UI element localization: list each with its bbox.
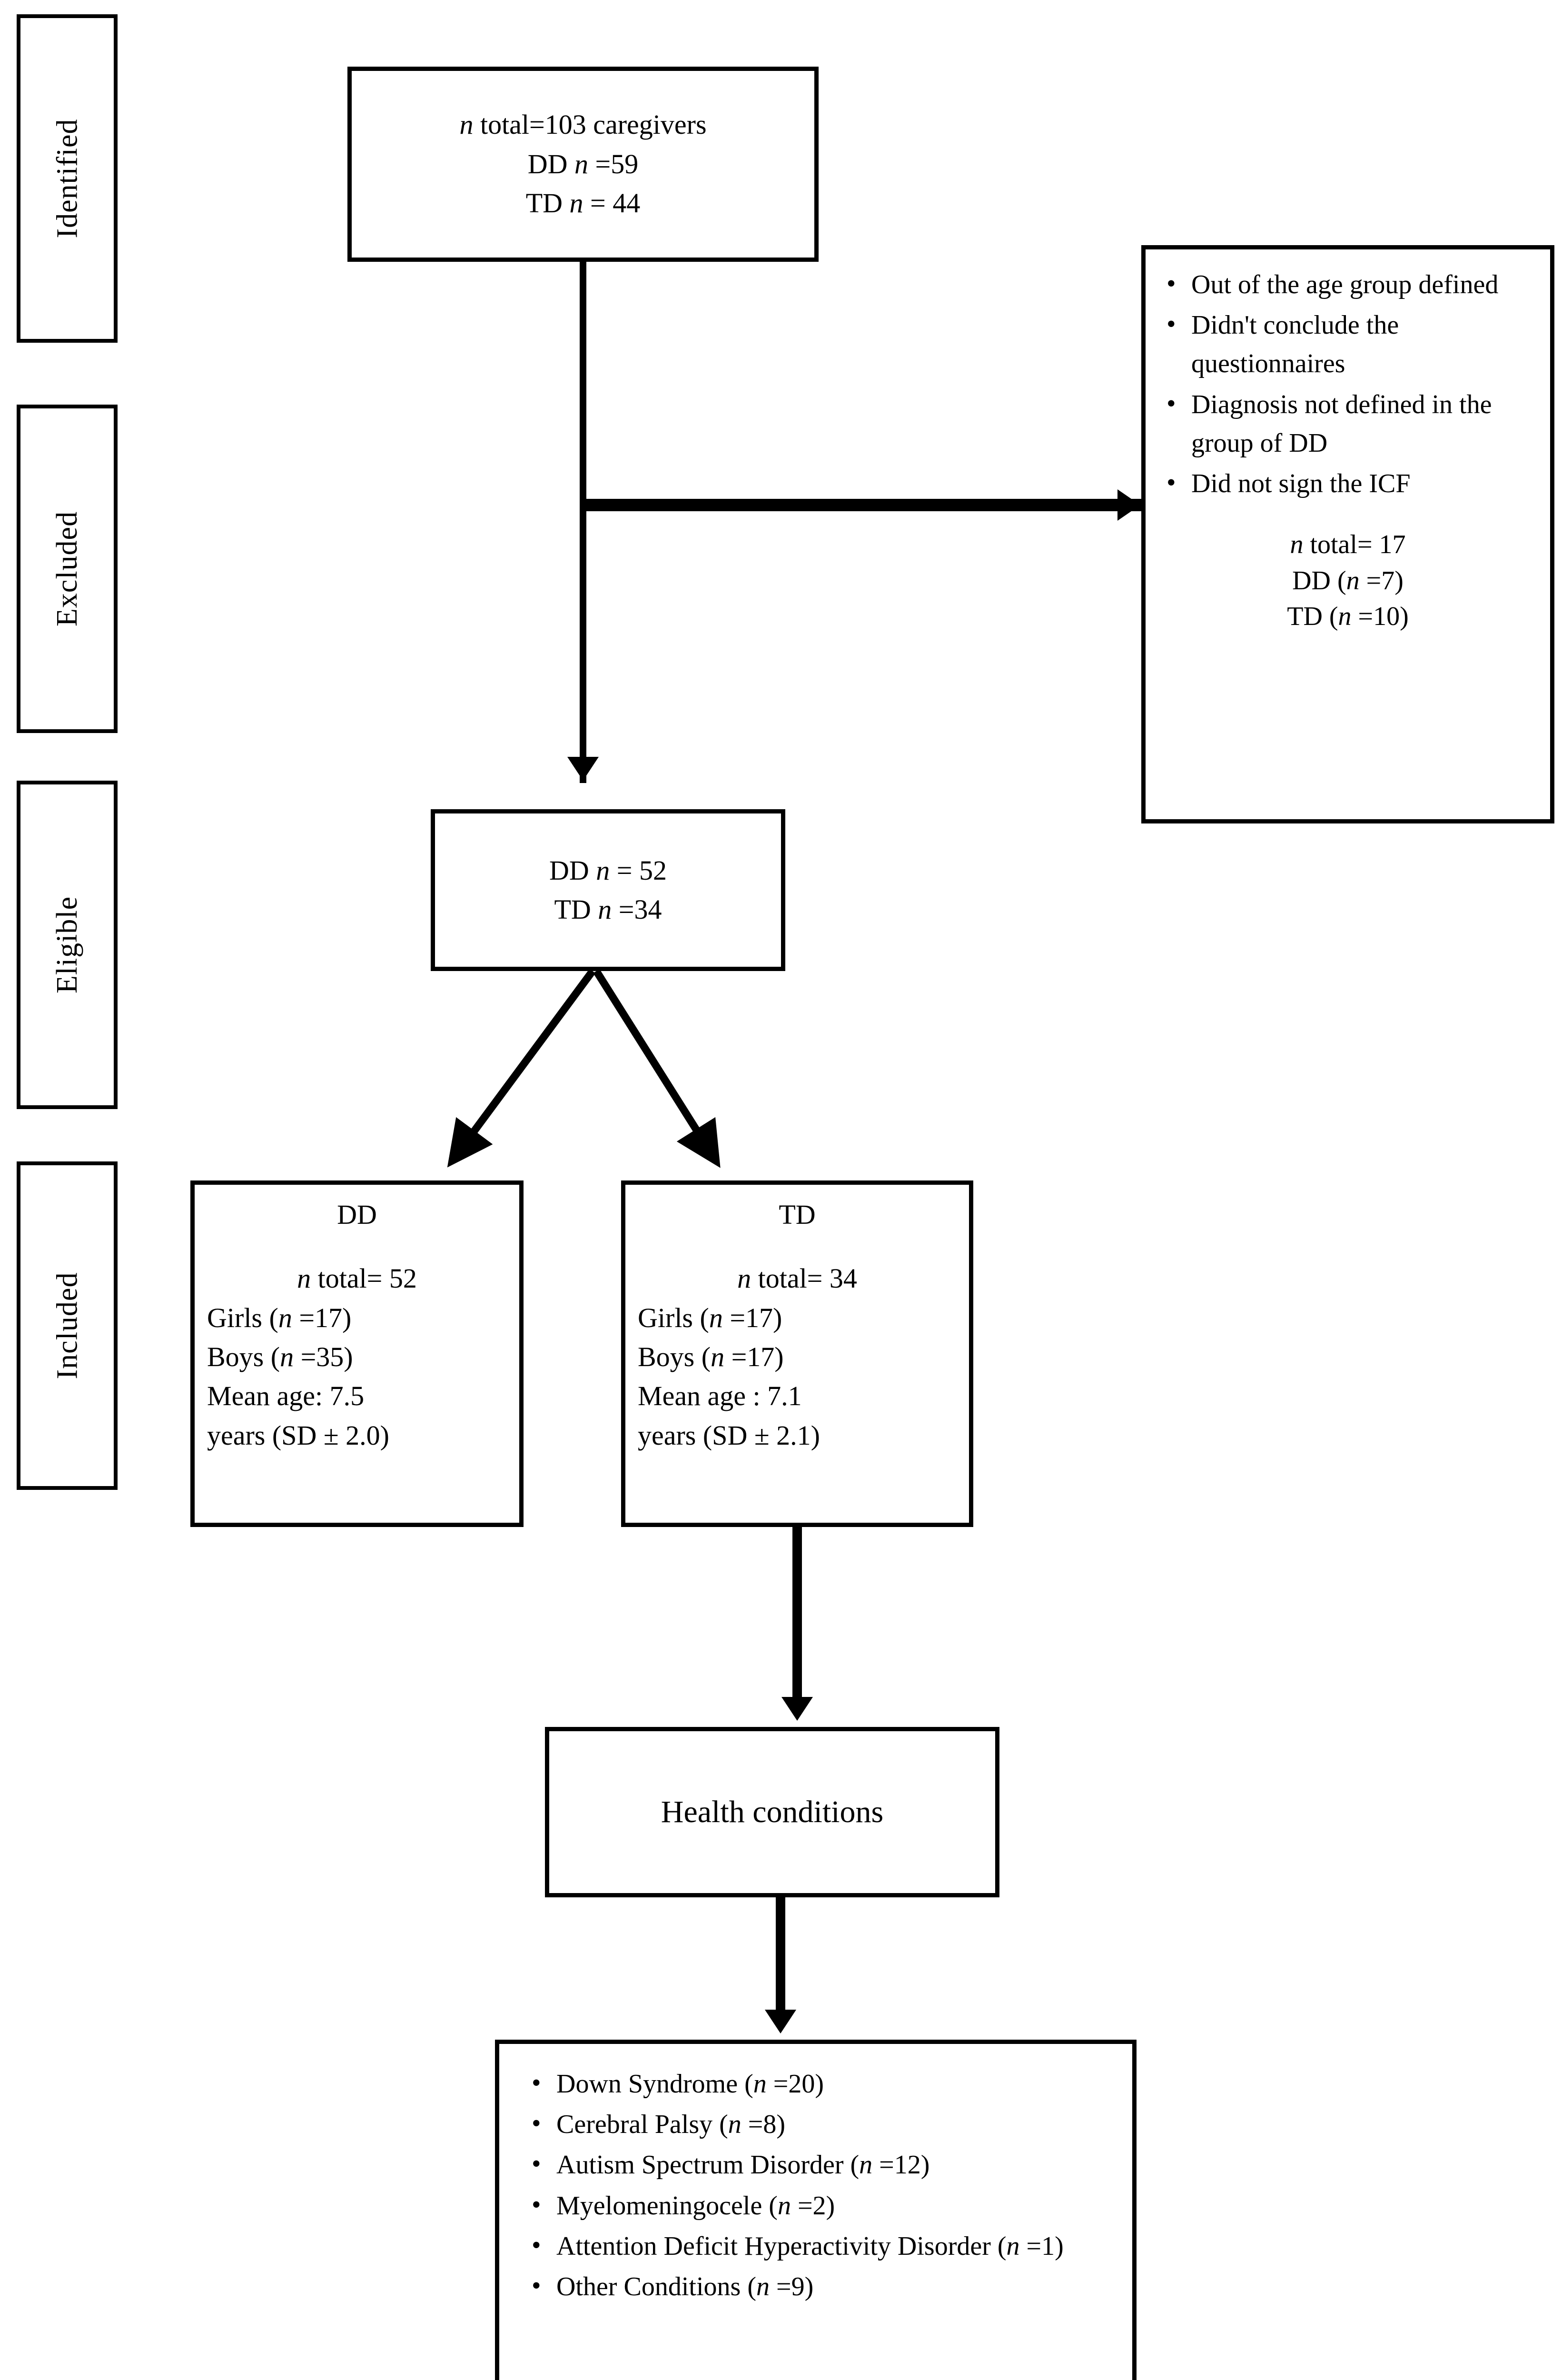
arrowhead-into-conditions — [765, 2010, 796, 2033]
excluded-box: Out of the age group defined Didn't conc… — [1141, 245, 1554, 823]
excluded-totals: n total= 17 DD (n =7) TD (n =10) — [1146, 527, 1550, 635]
health-conditions-box: Health conditions — [545, 1727, 999, 1897]
excluded-total-dd: DD (n =7) — [1292, 565, 1404, 595]
list-item: Autism Spectrum Disorder (n =12) — [532, 2145, 1120, 2184]
included-dd-total: n total= 52 — [297, 1263, 417, 1294]
identified-line-2: DD n =59 — [527, 148, 639, 179]
connector-identified-to-eligible — [580, 262, 586, 783]
list-item: Myelomeningocele (n =2) — [532, 2186, 1120, 2225]
identified-line-1: n total=103 caregivers — [459, 109, 707, 140]
list-item: Did not sign the ICF — [1167, 464, 1538, 503]
stage-label-eligible: Eligible — [17, 781, 118, 1109]
included-dd-boys: Boys (n =35) — [207, 1341, 353, 1373]
connector-td-to-health — [792, 1526, 802, 1702]
included-dd-sd: years (SD ± 2.0) — [207, 1419, 389, 1451]
excluded-reasons-list: Out of the age group defined Didn't conc… — [1146, 265, 1550, 505]
stage-label-excluded-text: Excluded — [51, 511, 84, 627]
connector-eligible-to-td — [593, 969, 721, 1168]
connector-to-excluded — [584, 499, 1146, 511]
included-dd-girls: Girls (n =17) — [207, 1302, 352, 1333]
list-item: Down Syndrome (n =20) — [532, 2064, 1120, 2103]
included-td-mean-age: Mean age : 7.1 — [638, 1380, 802, 1412]
list-item: Cerebral Palsy (n =8) — [532, 2104, 1120, 2144]
conditions-list: Down Syndrome (n =20) Cerebral Palsy (n … — [499, 2064, 1132, 2308]
list-item: Other Conditions (n =9) — [532, 2267, 1120, 2306]
included-td-total: n total= 34 — [737, 1263, 857, 1294]
list-item: Attention Deficit Hyperactivity Disorder… — [532, 2226, 1120, 2266]
arrowhead-into-eligible — [567, 757, 599, 781]
included-dd-mean-age: Mean age: 7.5 — [207, 1380, 365, 1412]
included-td-title: TD — [779, 1199, 816, 1230]
included-dd-box: DD n total= 52 Girls (n =17) Boys (n =35… — [190, 1180, 524, 1527]
eligible-line-td: TD n =34 — [554, 894, 662, 925]
stage-label-included: Included — [17, 1161, 118, 1490]
eligible-box: DD n = 52 TD n =34 — [431, 809, 785, 971]
list-item: Out of the age group defined — [1167, 265, 1538, 304]
list-item: Didn't conclude the questionnaires — [1167, 305, 1538, 383]
excluded-total-td: TD (n =10) — [1287, 602, 1409, 632]
identified-box: n total=103 caregivers DD n =59 TD n = 4… — [347, 67, 819, 262]
eligible-line-dd: DD n = 52 — [549, 854, 667, 886]
health-conditions-title: Health conditions — [661, 1795, 884, 1830]
included-td-box: TD n total= 34 Girls (n =17) Boys (n =17… — [621, 1180, 973, 1527]
stage-label-excluded: Excluded — [17, 405, 118, 733]
included-td-boys: Boys (n =17) — [638, 1341, 784, 1373]
arrowhead-into-health — [781, 1697, 813, 1721]
stage-label-included-text: Included — [51, 1272, 84, 1379]
connector-eligible-to-dd — [447, 969, 596, 1168]
stage-label-identified: Identified — [17, 14, 118, 343]
connector-health-to-conditions — [776, 1895, 785, 2012]
included-td-girls: Girls (n =17) — [638, 1302, 782, 1333]
list-item: Diagnosis not defined in the group of DD — [1167, 385, 1538, 463]
included-dd-title: DD — [337, 1199, 377, 1230]
split-connectors — [447, 969, 721, 1168]
excluded-total-all: n total= 17 — [1290, 530, 1406, 560]
arrowhead-into-excluded — [1117, 489, 1140, 521]
included-td-sd: years (SD ± 2.1) — [638, 1419, 820, 1451]
identified-line-3: TD n = 44 — [525, 188, 641, 219]
conditions-box: Down Syndrome (n =20) Cerebral Palsy (n … — [495, 2040, 1137, 2380]
stage-label-identified-text: Identified — [51, 119, 84, 238]
